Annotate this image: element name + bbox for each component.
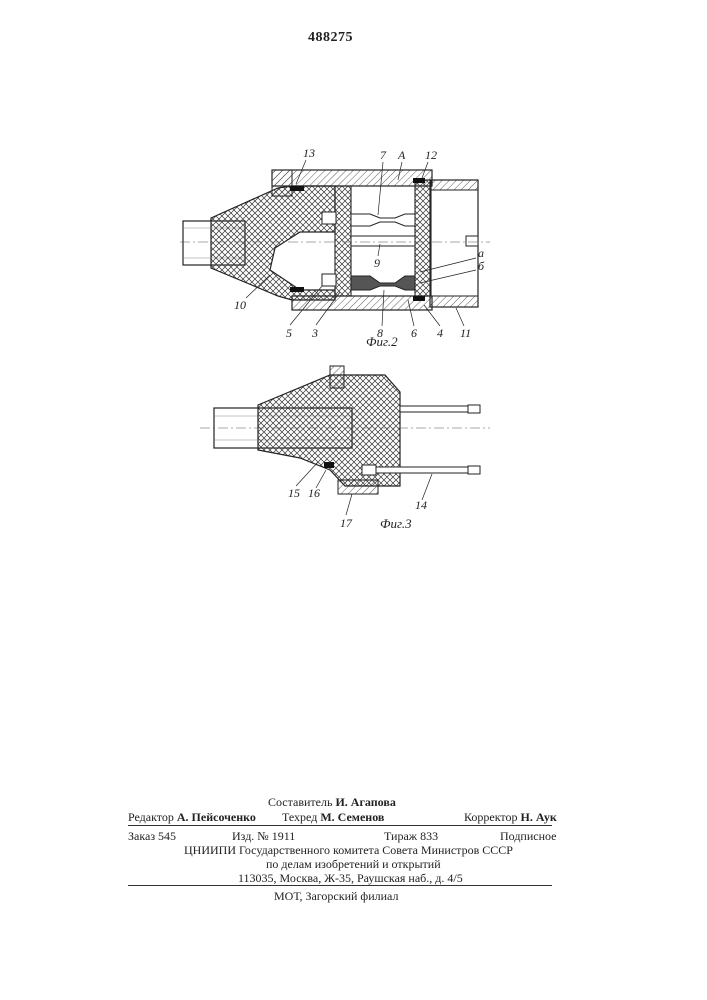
- imprint-edition: Изд. № 1911: [232, 829, 295, 844]
- compiler-prefix: Составитель: [268, 795, 332, 809]
- imprint-circulation: Тираж 833: [384, 829, 438, 844]
- fig3-label-16: 16: [308, 486, 320, 501]
- imprint-printer: МОТ, Загорский филиал: [274, 889, 398, 904]
- fig3-caption: Фиг.3: [380, 516, 412, 532]
- figure-3-drawing: [0, 0, 707, 560]
- imprint-techred: Техред М. Семенов: [282, 810, 384, 825]
- imprint-corrector: Корректор Н. Аук: [464, 810, 557, 825]
- techred-prefix: Техред: [282, 810, 317, 824]
- imprint-institute: ЦНИИПИ Государственного комитета Совета …: [184, 843, 513, 858]
- imprint-subscription: Подписное: [500, 829, 557, 844]
- imprint-rule-top: [128, 825, 552, 826]
- imprint-institute-sub: по делам изобретений и открытий: [266, 857, 441, 872]
- fig3-label-15: 15: [288, 486, 300, 501]
- techred-name: М. Семенов: [320, 810, 384, 824]
- imprint-order: Заказ 545: [128, 829, 176, 844]
- imprint-rule-bottom: [128, 885, 552, 886]
- fig3-label-14: 14: [415, 498, 427, 513]
- imprint-address: 113035, Москва, Ж-35, Раушская наб., д. …: [238, 871, 463, 886]
- compiler-name: И. Агапова: [335, 795, 395, 809]
- imprint-compiler: Составитель И. Агапова: [268, 795, 396, 810]
- editor-prefix: Редактор: [128, 810, 174, 824]
- imprint-editor: Редактор А. Пейсоченко: [128, 810, 256, 825]
- corrector-name: Н. Аук: [521, 810, 557, 824]
- corrector-prefix: Корректор: [464, 810, 518, 824]
- editor-name: А. Пейсоченко: [177, 810, 256, 824]
- fig3-label-17: 17: [340, 516, 352, 531]
